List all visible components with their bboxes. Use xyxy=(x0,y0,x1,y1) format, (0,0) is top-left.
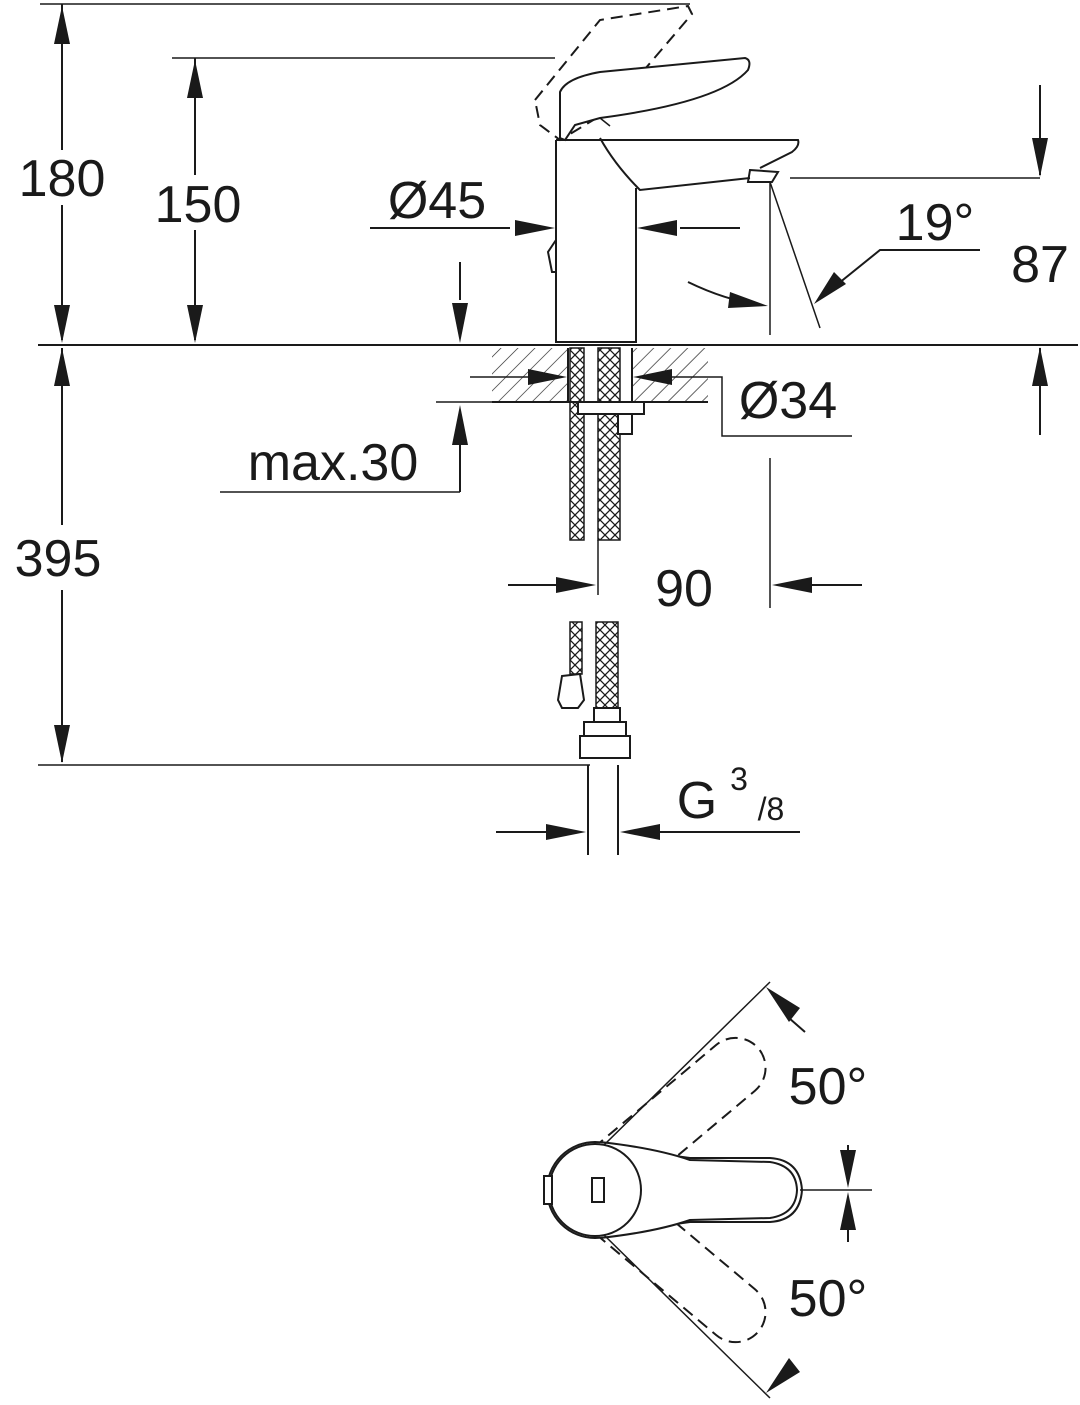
label-hose-length: 395 xyxy=(15,530,102,588)
dimension-spout-reach: 87 xyxy=(790,85,1069,435)
label-body-diameter: Ø45 xyxy=(388,172,486,230)
label-lever-angle-top: 50° xyxy=(789,1058,868,1116)
dimension-lever-angle-bottom: 50° xyxy=(603,1192,868,1399)
dimension-spout-angle: 19° xyxy=(687,181,980,335)
dimension-connection-thread: G 3 /8 xyxy=(496,761,800,840)
dimension-hose-offset: 90 xyxy=(508,458,862,618)
faucet-top-view xyxy=(543,1036,872,1344)
label-height-spout: 150 xyxy=(155,176,242,234)
dimension-body-diameter: Ø45 xyxy=(370,172,740,236)
label-spout-reach: 87 xyxy=(1011,236,1069,294)
dimension-hole-diameter: Ø34 xyxy=(470,369,852,437)
label-connection-thread-num: 3 xyxy=(730,761,748,797)
dimension-height-spout: 150 xyxy=(155,57,555,343)
dimension-lever-angle-top: 50° xyxy=(603,981,868,1188)
label-hose-offset: 90 xyxy=(655,560,713,618)
dimension-max-thickness: max.30 xyxy=(220,262,492,493)
faucet-side-view xyxy=(533,4,800,343)
label-spout-angle: 19° xyxy=(896,194,975,252)
label-connection-thread-den: /8 xyxy=(758,791,785,827)
dimension-hose-length: 395 xyxy=(15,348,590,766)
label-height-total: 180 xyxy=(19,150,106,208)
label-lever-angle-bottom: 50° xyxy=(789,1270,868,1328)
label-connection-thread-main: G xyxy=(677,772,717,830)
supply-hoses xyxy=(556,621,631,855)
label-hole-diameter: Ø34 xyxy=(739,372,837,430)
label-max-thickness: max.30 xyxy=(248,434,419,492)
dimension-height-total: 180 xyxy=(19,3,690,343)
